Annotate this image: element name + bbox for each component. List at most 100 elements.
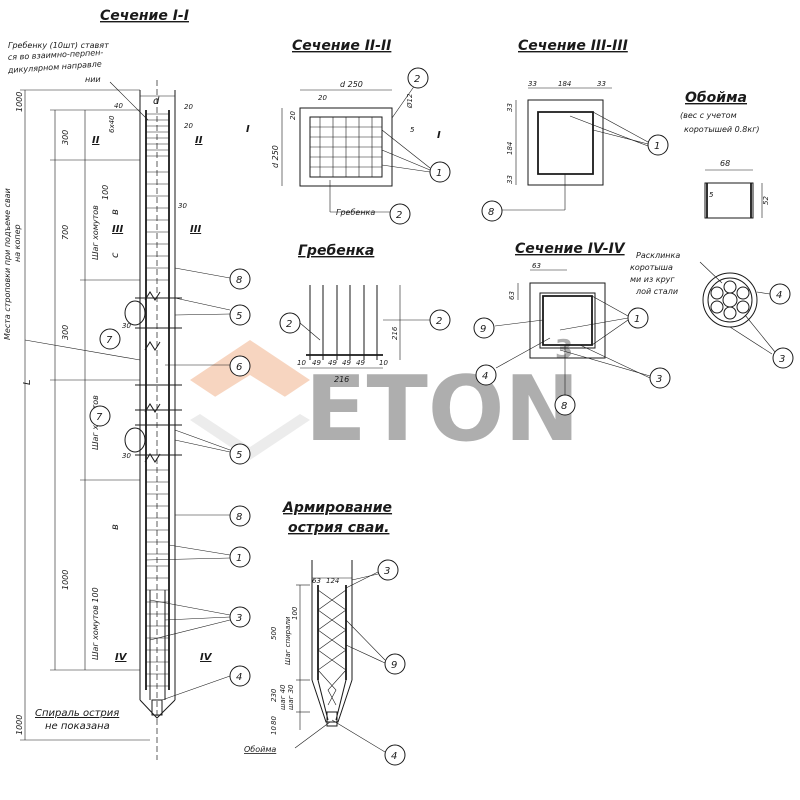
callout-7-a: 7 — [106, 335, 113, 346]
section-4-title: Сечение IV-IV — [515, 241, 626, 257]
callout-3-b: 3 — [656, 374, 662, 385]
wedge-note-2: коротыша — [630, 263, 673, 272]
section-3-title: Сечение III-III — [518, 38, 628, 54]
dim-33-d: 33 — [506, 175, 514, 184]
tip-title-2: острия сваи. — [288, 520, 389, 536]
sling-note-2: на копер — [13, 224, 22, 262]
dim-30-b: 30 — [122, 322, 131, 330]
clip-drawing: 68 5 52 — [704, 159, 770, 219]
mark-II-right: II — [195, 135, 203, 146]
comb-note-1: Гребенку (10шт) ставят — [8, 41, 109, 50]
dim-40: 40 — [114, 102, 123, 110]
callout-9-a: 9 — [480, 324, 486, 335]
callout-8-a: 8 — [236, 275, 242, 286]
dim-230: 230 — [270, 688, 278, 702]
comb-title: Гребенка — [298, 243, 374, 259]
wedge-note-1: Расклинка — [636, 251, 680, 260]
dim-300-a: 300 — [61, 130, 70, 145]
callout-8-b: 8 — [236, 512, 242, 523]
dim-30-c: 30 — [122, 452, 131, 460]
dim-250-a: d 250 — [340, 80, 363, 89]
spiral-step-val: 100 — [291, 606, 299, 620]
callout-5-b: 5 — [236, 450, 242, 461]
section-3-drawing: 33 184 33 33 184 33 — [500, 80, 649, 211]
stirrup-step-c: Шаг хомутов 100 — [91, 587, 100, 660]
callout-1: 1 — [236, 553, 242, 564]
dim-b-upper: в — [110, 209, 121, 215]
dim-52: 52 — [762, 196, 770, 205]
callout-5-a: 5 — [236, 311, 242, 322]
dim-33-a: 33 — [528, 80, 537, 88]
dim-184-b: 184 — [506, 142, 514, 155]
comb-label: Гребенка — [336, 208, 375, 217]
mark-II-left: II — [92, 135, 100, 146]
clip-title: Обойма — [685, 90, 747, 106]
dim-20-d: 20 — [289, 111, 297, 120]
section-2-drawing: d 250 d 250 20 20 I I Ø12 5 Гребенка — [246, 80, 441, 217]
dim-20-b: 20 — [184, 122, 193, 130]
comb-note-3: дикулярном направле — [7, 59, 103, 75]
mark-III-left: III — [112, 224, 123, 235]
dim-20-c: 20 — [318, 94, 327, 102]
callouts-section-1: 8 5 6 5 7 7 8 1 3 4 — [89, 267, 251, 701]
dim-L: L — [22, 379, 33, 385]
tip-drawing: 63 124 500 Шаг спирали 100 230 шаг 40 ша… — [244, 560, 386, 754]
dim-250-b: d 250 — [271, 145, 280, 168]
left-dimension-chain: 1000 300 700 300 1000 1000 L в с в Места… — [3, 89, 150, 741]
callout-3: 3 — [236, 613, 242, 624]
wedge-note-3: ми из круг — [630, 275, 675, 284]
callout-3-c: 3 — [779, 354, 785, 365]
dim-b-lower: в — [110, 524, 121, 530]
callout-1-c: 1 — [654, 141, 660, 152]
clip-note-2: коротышей 0.8кг) — [684, 125, 760, 134]
dim-63-b: 63 — [508, 291, 516, 300]
dim-49-a: 49 — [312, 359, 321, 367]
callout-2-c: 2 — [286, 319, 292, 330]
rebar-diameter: Ø12 — [406, 93, 414, 109]
callout-1-b: 1 — [436, 168, 442, 179]
step-30: шаг 30 — [287, 684, 295, 710]
dim-d: d — [153, 96, 160, 107]
callout-8-c: 8 — [488, 207, 494, 218]
comb-note-4: нии — [85, 75, 101, 84]
callout-1-d: 1 — [634, 314, 640, 325]
dim-68: 68 — [720, 159, 730, 168]
dim-500: 500 — [270, 626, 278, 640]
callout-6: 6 — [236, 362, 242, 373]
dim-c: с — [110, 252, 121, 258]
dim-30: 30 — [178, 202, 187, 210]
dim-5-sec2: 5 — [410, 126, 415, 134]
clip-note-1: (вес с учетом — [680, 111, 737, 120]
dim-63-c: 63 — [312, 577, 321, 585]
callout-2-b: 2 — [396, 210, 402, 221]
stirrup-step-a: Шаг хомутов — [91, 205, 100, 260]
spiral-step: Шаг спирали — [284, 616, 292, 665]
watermark-text: ETON — [305, 357, 580, 462]
callout-3-d: 3 — [384, 566, 390, 577]
dim-184: 184 — [558, 80, 571, 88]
step-40: шаг 40 — [279, 684, 287, 710]
dim-80: 80 — [270, 716, 278, 725]
dim-33-c: 33 — [506, 103, 514, 112]
wedge-detail — [699, 261, 776, 355]
dim-5-clip: 5 — [709, 191, 714, 199]
dim-216-h: 216 — [334, 375, 349, 384]
callout-4-d: 4 — [391, 751, 397, 762]
dim-1000-bottom: 1000 — [15, 715, 24, 735]
dim-300-b: 300 — [61, 325, 70, 340]
section-4-drawing: 63 63 — [494, 262, 651, 395]
spiral-note-2: не показана — [45, 721, 110, 732]
dim-216-v: 216 — [391, 326, 399, 340]
callout-9-b: 9 — [391, 660, 397, 671]
callout-2-a: 2 — [414, 74, 420, 85]
dim-63-a: 63 — [532, 262, 541, 270]
section-2-title: Сечение II-II — [292, 38, 391, 54]
dim-49-c: 49 — [342, 359, 351, 367]
clip-label: Обойма — [244, 745, 276, 754]
stirrup-step-a-val: 100 — [101, 185, 110, 200]
dim-33-b: 33 — [597, 80, 606, 88]
mark-I-left: I — [246, 124, 250, 135]
mark-IV-left: IV — [115, 652, 128, 663]
mark-I-right: I — [437, 130, 441, 141]
